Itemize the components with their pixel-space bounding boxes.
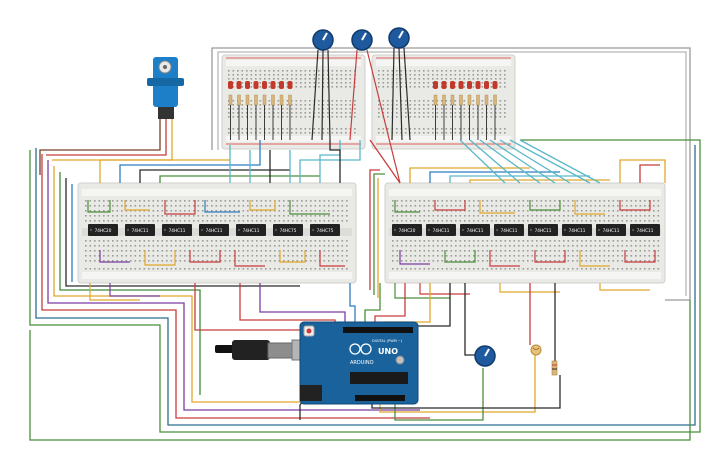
arduino-digital-label: DIGITAL (PWM ~) bbox=[372, 339, 403, 343]
chips-left-row: 74HC20 74HC11 74HC11 74HC11 74HC11 74HC75 74HC… bbox=[88, 224, 340, 236]
breadboard-middle-right bbox=[384, 182, 666, 284]
ic-chip: 74HC11 bbox=[125, 224, 155, 236]
led bbox=[279, 81, 284, 140]
led bbox=[441, 81, 447, 140]
ic-chip: 74HC11 bbox=[199, 224, 229, 236]
led bbox=[475, 81, 481, 140]
led bbox=[270, 81, 276, 140]
ic-chip-label: 74HC11 bbox=[169, 228, 186, 233]
ic-chip: 74HC11 bbox=[528, 224, 558, 236]
ic-chip-label: 74HC11 bbox=[132, 228, 149, 233]
chips-right-row: 74HC20 74HC11 74HC11 74HC11 74HC11 74HC11 74HC… bbox=[392, 224, 660, 236]
led bbox=[245, 81, 250, 140]
ic-chip: 74HC20 bbox=[88, 224, 118, 236]
ic-chip: 74HC75 bbox=[310, 224, 340, 236]
potentiometer-1[interactable] bbox=[311, 29, 334, 141]
arduino-model-label: UNO bbox=[378, 347, 398, 356]
led bbox=[450, 81, 455, 140]
ic-chip: 74HC20 bbox=[392, 224, 422, 236]
ic-chip-label: 74HC11 bbox=[603, 228, 620, 233]
led bbox=[492, 81, 498, 140]
ic-chip-label: 74HC11 bbox=[569, 228, 586, 233]
breadboard-top-left bbox=[221, 54, 366, 150]
led bbox=[253, 81, 259, 140]
servo-motor bbox=[39, 57, 184, 175]
led bbox=[262, 81, 267, 140]
ic-chip: 74HC11 bbox=[562, 224, 592, 236]
wires-perimeter bbox=[29, 47, 701, 441]
led bbox=[484, 81, 489, 140]
ic-chip-label: 74HC11 bbox=[467, 228, 484, 233]
ic-chip-label: 74HC20 bbox=[95, 228, 112, 233]
ic-chip: 74HC11 bbox=[426, 224, 456, 236]
arduino-brand-label: ARDUINO bbox=[350, 360, 374, 366]
ic-chip: 74HC11 bbox=[596, 224, 626, 236]
ic-chip: 74HC11 bbox=[236, 224, 266, 236]
led bbox=[467, 81, 472, 140]
potentiometer-3[interactable] bbox=[388, 27, 411, 141]
ic-chip: 74HC11 bbox=[460, 224, 490, 236]
ic-chip: 74HC11 bbox=[162, 224, 192, 236]
led-bank-right bbox=[433, 81, 498, 140]
wires-jumpers bbox=[87, 200, 656, 301]
potentiometer-2[interactable] bbox=[349, 29, 401, 184]
led bbox=[458, 81, 464, 140]
ic-chip-label: 74HC11 bbox=[535, 228, 552, 233]
ic-chip-label: 74HC11 bbox=[433, 228, 450, 233]
led bbox=[287, 81, 293, 140]
resistor bbox=[551, 360, 558, 376]
potentiometer-4[interactable] bbox=[474, 345, 496, 367]
ic-chip-label: 74HC11 bbox=[243, 228, 260, 233]
ic-chip-label: 74HC75 bbox=[317, 228, 334, 233]
ic-chip: 74HC11 bbox=[494, 224, 524, 236]
photoresistor bbox=[530, 344, 542, 356]
ic-chip-label: 74HC20 bbox=[399, 228, 416, 233]
led-bank-left bbox=[228, 81, 293, 140]
ic-chip-label: 74HC75 bbox=[280, 228, 297, 233]
ic-chip: 74HC11 bbox=[630, 224, 660, 236]
ic-chip-label: 74HC11 bbox=[501, 228, 518, 233]
arduino-uno[interactable]: ARDUINO UNO DIGITAL (PWM ~) bbox=[299, 321, 419, 405]
led bbox=[228, 81, 233, 140]
ic-chip: 74HC75 bbox=[273, 224, 303, 236]
ic-chip-label: 74HC11 bbox=[206, 228, 223, 233]
led bbox=[236, 81, 242, 140]
ic-chip-label: 74HC11 bbox=[637, 228, 654, 233]
led bbox=[433, 81, 438, 140]
